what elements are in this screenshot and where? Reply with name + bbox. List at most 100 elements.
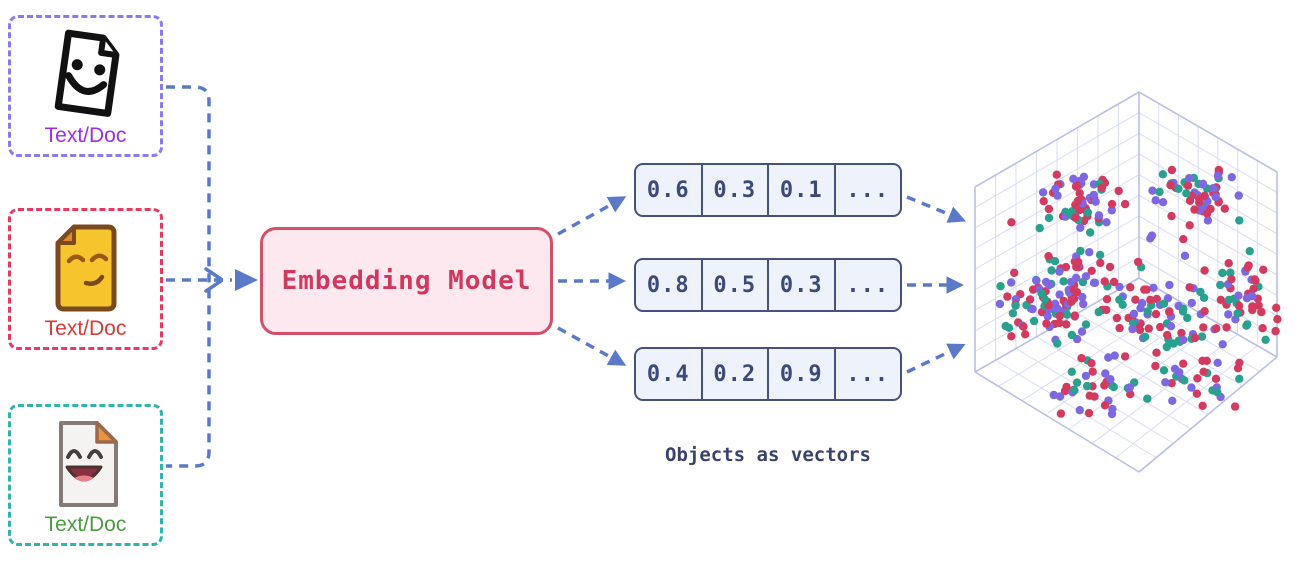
source-label: Text/Doc (44, 513, 127, 536)
embedding-point (1159, 366, 1169, 375)
embedding-point (1102, 295, 1112, 304)
embedding-point (1110, 351, 1119, 360)
embedding-point (1028, 285, 1038, 294)
embedding-point (1213, 171, 1223, 180)
embedding-point (1211, 192, 1220, 202)
embedding-point (1192, 389, 1202, 398)
embedding-point (1199, 367, 1208, 376)
vector-cell: 0.5 (703, 260, 769, 310)
embedding-point (1233, 309, 1242, 318)
embedding-point (1083, 208, 1093, 217)
embedding-point (1218, 268, 1227, 278)
embedding-point (1070, 386, 1079, 395)
embedding-point (1056, 409, 1066, 418)
embedding-point (1198, 356, 1207, 365)
embedding-point (1226, 268, 1235, 277)
embedding-point (1067, 330, 1077, 340)
embedding-point (1120, 352, 1130, 361)
embedding-point (1272, 303, 1281, 312)
embedding-point (1115, 323, 1124, 333)
embedding-point (1211, 374, 1221, 383)
embedding-point (1245, 247, 1254, 256)
vector-space-3d-plot (974, 91, 1282, 473)
vector-cell: 0.4 (636, 349, 703, 399)
embedding-point (1203, 216, 1213, 225)
embedding-point (1052, 170, 1061, 179)
embedding-point (1105, 262, 1115, 272)
embedding-point (1193, 374, 1202, 383)
embedding-point (1213, 388, 1222, 397)
model-to-vector-arrows (557, 196, 627, 366)
embedding-point (1234, 301, 1244, 311)
embedding-point (1081, 272, 1091, 281)
embedding-point (1067, 297, 1076, 306)
embedding-point (1086, 228, 1095, 237)
embedding-point (1143, 307, 1152, 316)
embedding-point (1044, 204, 1054, 214)
embedding-point (1108, 404, 1117, 414)
embedding-point (1083, 381, 1092, 391)
embedding-model-label: Embedding Model (281, 266, 532, 296)
embedding-point (1180, 376, 1189, 385)
embedding-point (1107, 199, 1117, 209)
embedding-point (1044, 252, 1053, 261)
embedding-point (1199, 323, 1208, 332)
embedding-point (1010, 268, 1019, 277)
embedding-point (1185, 221, 1194, 230)
embedding-point (1235, 374, 1244, 383)
embedding-point (1129, 309, 1139, 318)
embedding-point (1088, 367, 1097, 376)
embedding-point (1182, 189, 1191, 198)
embedding-point (1007, 218, 1016, 227)
embedding-point (1100, 277, 1109, 286)
embedding-point (1120, 199, 1130, 209)
embedding-point (1183, 313, 1192, 323)
source-box-text-doc-2: Text/Doc (8, 208, 163, 350)
embedding-point (1091, 197, 1100, 206)
embedding-point (1109, 382, 1118, 392)
embedding-point (1032, 276, 1041, 285)
embedding-point (1259, 265, 1268, 274)
embedding-point (1187, 383, 1196, 392)
embedding-point (1007, 278, 1016, 287)
embedding-point (1078, 292, 1087, 302)
embedding-point (1151, 196, 1160, 205)
objects-as-vectors-caption: Objects as vectors (665, 444, 871, 466)
embedding-point (1151, 361, 1160, 371)
embedding-point (1185, 283, 1194, 292)
embedding-point (1243, 263, 1252, 272)
source-box-text-doc-3: Text/Doc (8, 404, 163, 546)
embedding-point (1090, 278, 1100, 287)
embedding-point (1101, 369, 1110, 378)
embedding-point (1143, 394, 1152, 403)
embedding-point (1179, 335, 1188, 345)
vector-cell-ellipsis: ... (846, 177, 890, 203)
embedding-point (1055, 290, 1064, 299)
embedding-point (1109, 277, 1119, 287)
embedding-point (1197, 332, 1207, 341)
embedding-point (1179, 235, 1188, 244)
embedding-point (1138, 298, 1147, 308)
embedding-point (1142, 285, 1151, 294)
embedding-point (1258, 324, 1267, 333)
embedding-point (1087, 359, 1096, 368)
embedding-point (1190, 333, 1200, 343)
source-merge-connector (166, 85, 258, 468)
embedding-point (1059, 277, 1068, 286)
embedding-point (1003, 292, 1012, 301)
embedding-point (1053, 339, 1062, 348)
embedding-point (1134, 257, 1143, 267)
source-label: Text/Doc (44, 124, 127, 147)
embedding-point (1055, 311, 1064, 321)
embedding-point (1166, 180, 1175, 190)
embedding-point (1198, 401, 1207, 410)
embedding-point (1029, 316, 1039, 326)
embedding-point (1141, 332, 1150, 341)
embedding-points (995, 165, 1282, 419)
embedding-point (1213, 358, 1222, 367)
embedding-point (1128, 324, 1137, 334)
embedding-point (1114, 186, 1123, 196)
embedding-point (1115, 282, 1124, 292)
vector-cell: 0.9 (769, 349, 836, 399)
embedding-point (1044, 213, 1054, 223)
